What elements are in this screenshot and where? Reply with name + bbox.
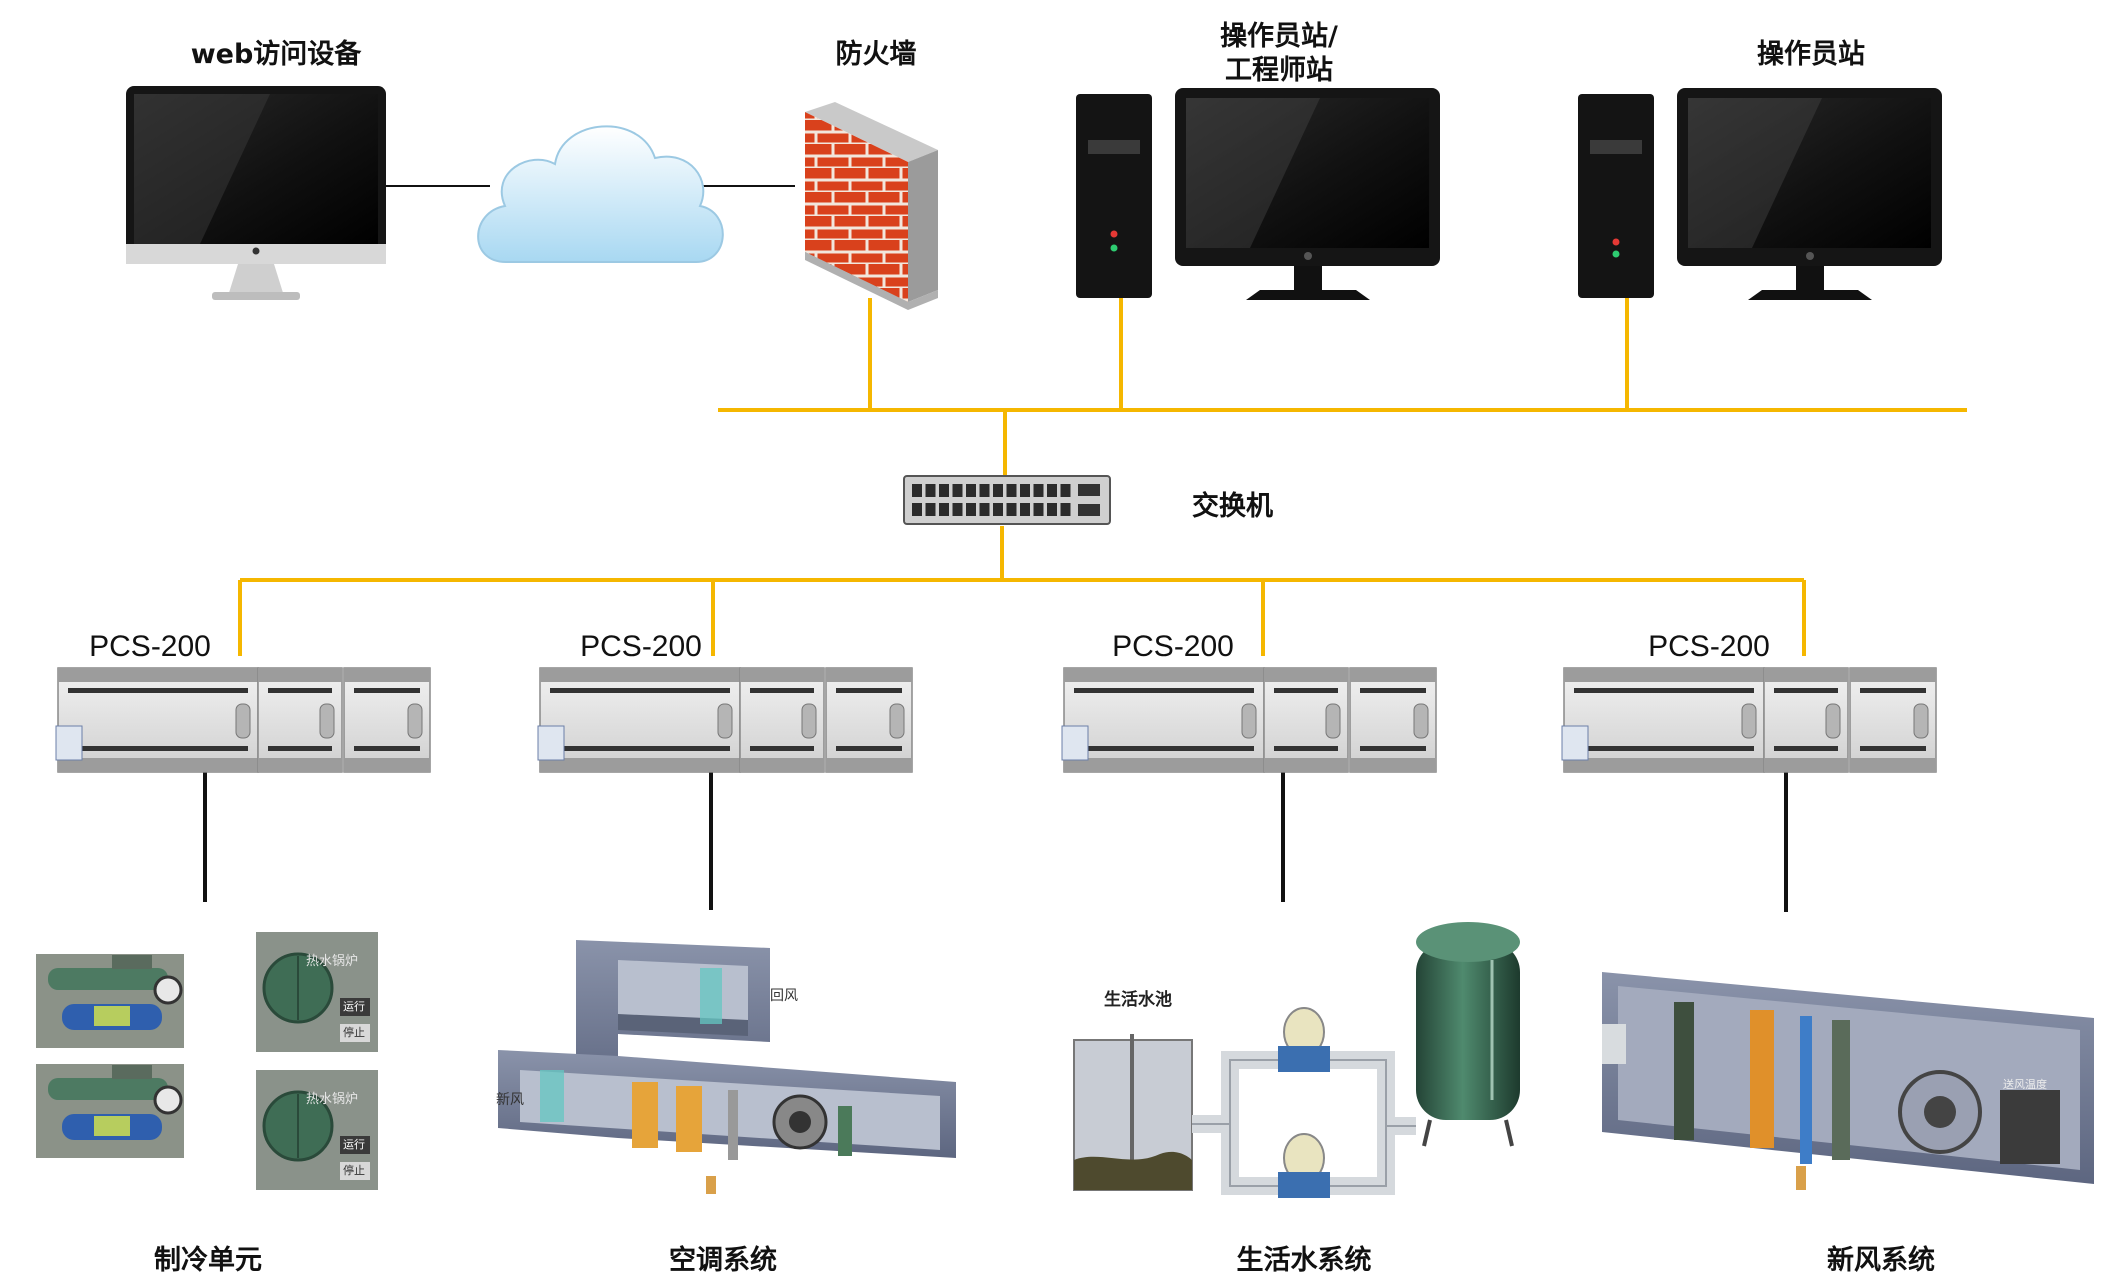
refrigeration-unit-graphic [36,932,378,1190]
plc-label-2: PCS-200 [580,630,702,663]
web-device-label: web访问设备 [190,39,362,70]
plc-label-4: PCS-200 [1648,630,1770,663]
lan-bus-lines [238,298,1967,656]
plc-controllers [55,667,1937,773]
plc-controller-1 [55,667,431,773]
operator-station-label: 操作员站 [1757,39,1865,70]
boiler-a-stop: 停止 [343,1026,365,1039]
field-bus-lines [203,764,1788,912]
boiler-b-title: 热水锅炉 [306,1092,359,1107]
operator-station-pc-icon [1578,88,1942,300]
water-system-label: 生活水系统 [1236,1245,1372,1276]
boiler-a-title: 热水锅炉 [306,954,359,969]
aircon-label: 空调系统 [669,1245,777,1276]
plc-controller-3 [1061,667,1437,773]
switch-label: 交换机 [1192,491,1273,522]
engineer-station-label: 操作员站/ 工程师站 [1220,20,1338,88]
web-access-device-icon [126,86,386,300]
plc-label-3: PCS-200 [1112,630,1234,663]
refrigeration-label: 制冷单元 [154,1245,262,1276]
fresh-air-graphic [1602,972,2094,1190]
air-conditioning-graphic [498,940,956,1194]
boiler-a-run: 运行 [343,1000,365,1013]
fresh-air-label: 新风系统 [1827,1245,1935,1276]
plc-label-1: PCS-200 [89,630,211,663]
boiler-b-stop: 停止 [343,1164,365,1177]
engineer-station-label-line2: 工程师站 [1225,54,1333,86]
engineer-station-label-line1: 操作员站/ [1220,21,1338,52]
fresh-air-inlet-tag: 新风 [496,1092,524,1108]
internet-cloud-icon [477,125,724,263]
return-air-tag: 回风 [770,988,798,1004]
firewall-label: 防火墙 [835,39,917,70]
firewall-icon [805,102,938,310]
supply-air-temp-label: 送风温度 [2003,1078,2047,1091]
domestic-water-graphic [1073,922,1520,1198]
boiler-b-run: 运行 [343,1138,365,1151]
plc-controller-4 [1561,667,1937,773]
network-switch-icon [903,475,1111,525]
engineer-station-pc-icon [1076,88,1440,300]
plc-controller-2 [537,667,913,773]
water-pool-label: 生活水池 [1104,990,1172,1010]
